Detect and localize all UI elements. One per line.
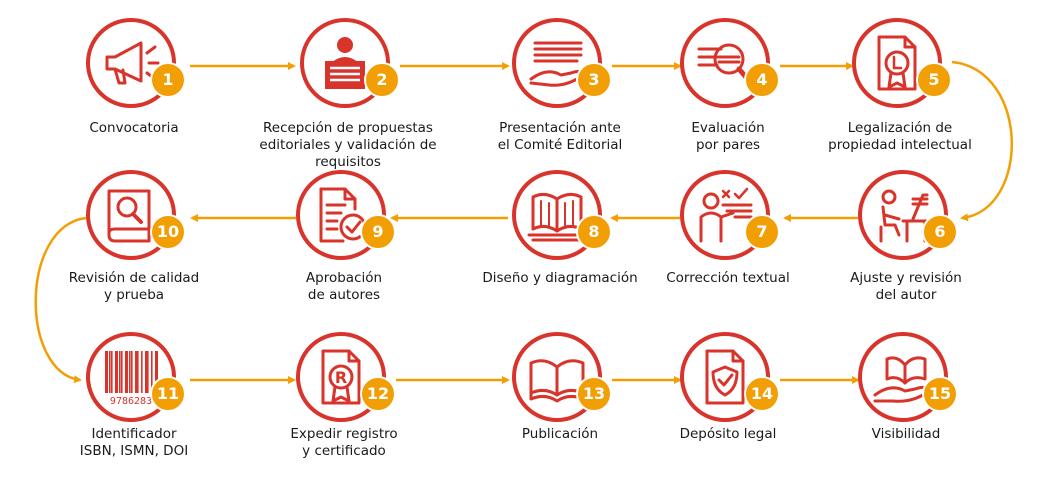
step-label: Depósito legal (679, 426, 777, 442)
step-14: 14 (680, 332, 780, 428)
step-6: 6 (858, 170, 958, 266)
document-check-icon (319, 187, 367, 243)
step-label: Presentación ante el Comité Editorial (497, 120, 623, 153)
step-10: 10 (86, 170, 186, 266)
step-number-badge: 8 (576, 214, 612, 250)
step-number-badge: 13 (576, 376, 612, 412)
step-number-badge: 14 (744, 376, 780, 412)
step-number-badge: 5 (916, 62, 952, 98)
step-7: 7 (680, 170, 780, 266)
step-label: Visibilidad (871, 426, 941, 442)
step-13: 13 (512, 332, 612, 428)
teacher-board-icon (699, 187, 753, 243)
barcode-digits: 9786283 (110, 396, 152, 407)
step-label: Ajuste y revisión del autor (850, 270, 962, 303)
step-label: Publicación (521, 426, 599, 442)
step-11: 9786283 11 (86, 332, 186, 428)
step-3: 3 (512, 18, 612, 114)
document-shield-icon (705, 349, 745, 405)
step-number-badge: 1 (150, 62, 186, 98)
step-label: Recepción de propuestas editoriales y va… (259, 120, 437, 170)
step-label: Identificador ISBN, ISMN, DOI (79, 426, 189, 459)
step-label: Legalización de propiedad intelectual (828, 120, 972, 153)
certificate-seal-icon (877, 35, 917, 91)
registered-mark: R (335, 368, 347, 387)
step-number-badge: 7 (744, 214, 780, 250)
registered-certificate-icon: R (321, 349, 361, 405)
step-8: 8 (512, 170, 612, 266)
step-number-badge: 11 (150, 376, 186, 412)
step-number-badge: 2 (364, 62, 400, 98)
step-label: Corrección textual (666, 270, 790, 286)
step-label: Convocatoria (89, 120, 179, 136)
book-magnifier-icon (107, 189, 151, 243)
arrow-10-11 (34, 216, 87, 384)
step-label: Diseño y diagramación (482, 270, 638, 286)
step-1: 1 (86, 18, 186, 114)
step-2: 2 (300, 18, 400, 114)
step-number-badge: 10 (150, 214, 186, 250)
step-label: Expedir registro y certificado (290, 426, 398, 459)
step-9: 9 (296, 170, 396, 266)
step-label: Revisión de calidad y prueba (68, 270, 200, 303)
step-number-badge: 4 (744, 62, 780, 98)
arrow-5-6 (951, 60, 1014, 222)
step-number-badge: 9 (360, 214, 396, 250)
step-label: Aprobación de autores (305, 270, 383, 303)
step-4: 4 (680, 18, 780, 114)
open-book-icon (527, 192, 587, 242)
step-15: 15 (858, 332, 958, 428)
barcode-icon: 9786283 (105, 351, 158, 407)
step-number-badge: 6 (922, 214, 958, 250)
step-number-badge: 15 (922, 376, 958, 412)
step-number-badge: 12 (360, 376, 396, 412)
person-document-icon (325, 37, 365, 89)
step-12: R 12 (296, 332, 396, 428)
step-number-badge: 3 (576, 62, 612, 98)
step-5: 5 (852, 18, 952, 114)
step-label: Evaluación por pares (691, 120, 765, 153)
